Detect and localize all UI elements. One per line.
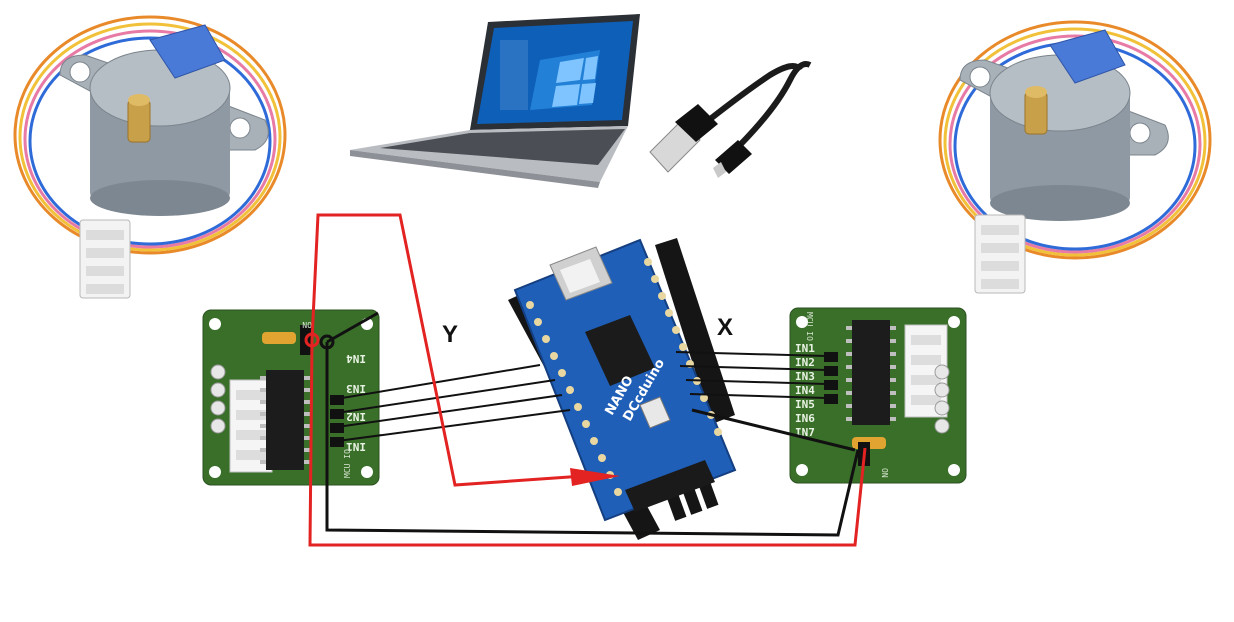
power-arrow-icon [570, 468, 620, 486]
signal-wires-left [329, 364, 571, 443]
signal-wires-right [675, 351, 827, 399]
x-axis-label: X [717, 314, 733, 341]
laptop-icon [350, 14, 640, 188]
driver-board-left: IN4 IN3 IN2 IN1 ON MCU IO [202, 309, 380, 486]
arduino-nano-board: NANO DCcduino [508, 238, 737, 540]
right-pin-label: IN3 [795, 370, 815, 383]
right-pin-label: IN4 [795, 384, 815, 397]
right-pin-label: IN5 [795, 398, 815, 411]
right-pin-label: IN6 [795, 412, 815, 425]
y-axis-label: Y [442, 321, 458, 348]
stepper-motor-right-icon [938, 20, 1212, 294]
ground-junction [319, 334, 335, 350]
left-driver-bottom-tag: MCU IO [343, 449, 352, 478]
ground-wire [325, 311, 860, 537]
right-driver-bottom-tag: ON [880, 468, 889, 478]
left-driver-top-tag: ON [302, 320, 312, 329]
left-pin-label: IN2 [346, 410, 366, 423]
driver-board-right: MCU IO IN1 IN2 IN3 IN4 IN5 IN6 IN7 ON [789, 307, 967, 484]
power-junction [304, 332, 320, 348]
power-wire [308, 213, 867, 547]
left-pin-label: IN3 [346, 382, 366, 395]
usb-cable-icon [649, 61, 812, 178]
right-pin-label: IN2 [795, 356, 815, 369]
left-pin-label: IN1 [346, 440, 366, 453]
stepper-motor-left-icon [13, 15, 287, 299]
left-pin-label: IN4 [346, 352, 366, 365]
right-pin-label: IN1 [795, 342, 815, 355]
right-driver-top-tag: MCU IO [805, 312, 814, 341]
